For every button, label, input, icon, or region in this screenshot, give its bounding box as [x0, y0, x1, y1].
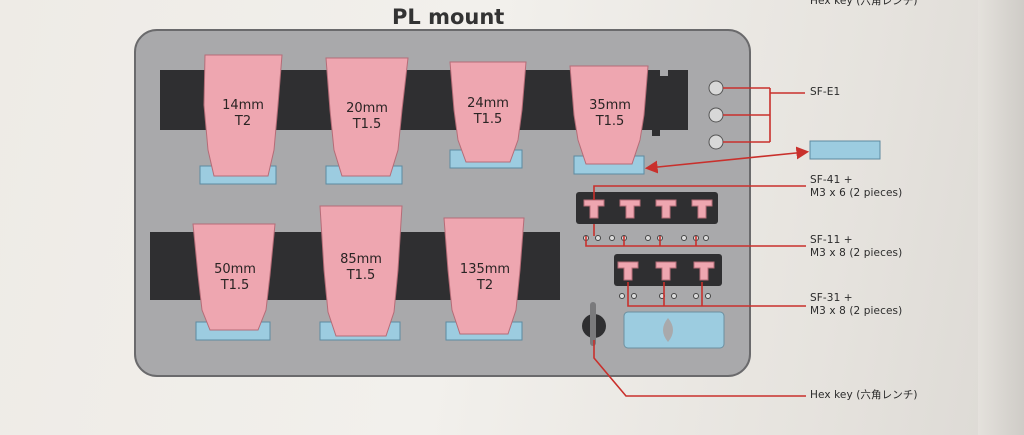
leader-lines: [585, 87, 810, 397]
sf31-parts: [617, 261, 715, 281]
lens-85mm: [319, 205, 403, 341]
top-right-label: Hex key (六角レンチ): [810, 0, 918, 7]
label-hex-key: Hex key (六角レンチ): [810, 389, 918, 401]
sf41-parts: [583, 199, 713, 219]
lens-135mm: [443, 217, 525, 341]
label-sf-e1: SF-E1: [810, 86, 841, 98]
label-sf31: SF-31 +M3 x 8 (2 pieces): [810, 292, 903, 318]
paper-edge: [978, 0, 1024, 435]
lens-24mm: [449, 61, 527, 169]
lens-50mm: [192, 223, 276, 341]
label-sf11: SF-11 +M3 x 8 (2 pieces): [810, 234, 903, 260]
sf-e1-part: [809, 140, 881, 160]
lens-20mm: [325, 57, 409, 185]
page-title: PL mount: [392, 5, 505, 29]
sf41-slot: [576, 192, 718, 224]
lens-35mm: [569, 65, 649, 175]
lens-14mm: [199, 54, 283, 185]
sf11-spacer-slot: [623, 311, 725, 349]
label-sf41: SF-41 +M3 x 6 (2 pieces): [810, 174, 903, 200]
